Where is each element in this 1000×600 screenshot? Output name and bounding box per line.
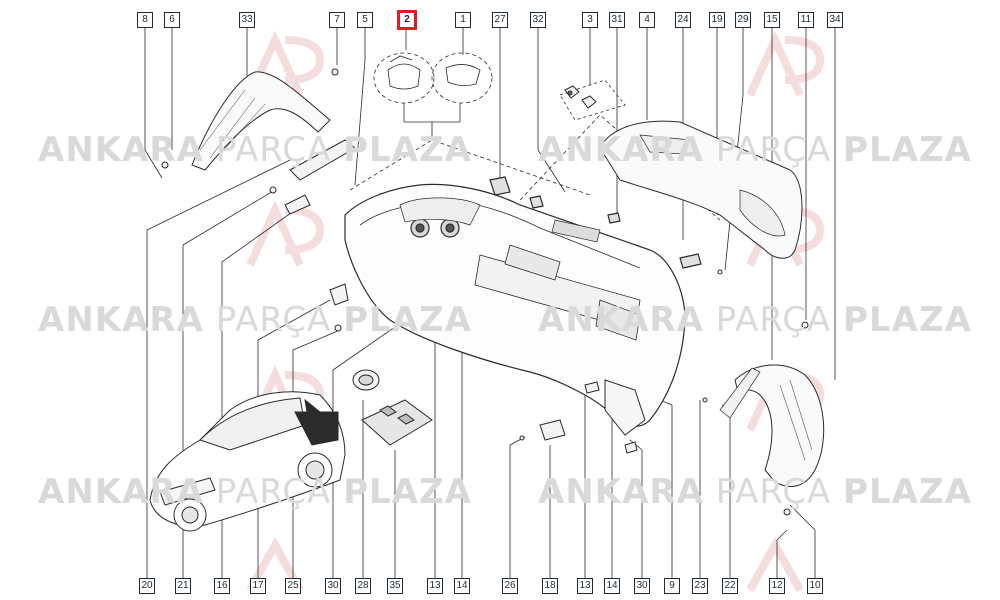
group-bracket — [349, 79, 721, 221]
part-label-14[interactable]: 14 — [454, 578, 470, 594]
rear-bumper-cover — [344, 176, 702, 428]
watermark-part2: PARÇA — [215, 472, 332, 512]
watermark-part2: PARÇA — [215, 130, 332, 170]
part-label-13[interactable]: 13 — [427, 578, 443, 594]
watermark-part1: ANKARA — [538, 130, 704, 170]
part-label-2-selected[interactable]: 2 — [397, 10, 417, 30]
part-label-31[interactable]: 31 — [609, 12, 625, 28]
part-label-6[interactable]: 6 — [164, 12, 180, 28]
right-fender-liner — [719, 364, 825, 487]
part-label-16[interactable]: 16 — [214, 578, 230, 594]
rear-diffuser — [599, 120, 803, 259]
part-label-33[interactable]: 33 — [239, 12, 255, 28]
watermark-part3: PLAZA — [343, 300, 472, 340]
watermark: ANKARA PARÇA PLAZA — [538, 300, 972, 340]
part-label-29[interactable]: 29 — [735, 12, 751, 28]
watermark: ANKARA PARÇA PLAZA — [38, 300, 472, 340]
left-brackets — [161, 68, 456, 332]
watermark-part2: PARÇA — [715, 130, 832, 170]
part-label-3[interactable]: 3 — [582, 12, 598, 28]
part-label-17[interactable]: 17 — [250, 578, 266, 594]
watermark-part1: ANKARA — [38, 130, 204, 170]
part-label-14[interactable]: 14 — [604, 578, 620, 594]
watermark: ANKARA PARÇA PLAZA — [538, 130, 972, 170]
part-label-5[interactable]: 5 — [357, 12, 373, 28]
watermark-part3: PLAZA — [343, 130, 472, 170]
part-label-18[interactable]: 18 — [542, 578, 558, 594]
part-label-34[interactable]: 34 — [827, 12, 843, 28]
part-label-27[interactable]: 27 — [492, 12, 508, 28]
watermark-part2: PARÇA — [715, 300, 832, 340]
part-label-9[interactable]: 9 — [664, 578, 680, 594]
watermark: ANKARA PARÇA PLAZA — [38, 472, 472, 512]
watermark: ANKARA PARÇA PLAZA — [38, 130, 472, 170]
part-label-26[interactable]: 26 — [502, 578, 518, 594]
part-label-35[interactable]: 35 — [387, 578, 403, 594]
part-label-7[interactable]: 7 — [329, 12, 345, 28]
watermark-part2: PARÇA — [715, 472, 832, 512]
part-label-11[interactable]: 11 — [798, 12, 814, 28]
watermark-part3: PLAZA — [843, 300, 972, 340]
part-label-30[interactable]: 30 — [634, 578, 650, 594]
part-label-30[interactable]: 30 — [325, 578, 341, 594]
detail-bubbles — [373, 52, 493, 104]
car-illustration — [149, 391, 346, 532]
watermark: ANKARA PARÇA PLAZA — [538, 472, 972, 512]
part-label-24[interactable]: 24 — [675, 12, 691, 28]
watermark-part1: ANKARA — [38, 300, 204, 340]
left-fender-liner — [191, 71, 331, 171]
right-brackets — [519, 269, 809, 516]
watermark-part1: ANKARA — [38, 472, 204, 512]
clip-parts — [564, 85, 597, 109]
part-label-19[interactable]: 19 — [709, 12, 725, 28]
part-label-23[interactable]: 23 — [692, 578, 708, 594]
sensor-kit — [352, 369, 433, 446]
part-label-1[interactable]: 1 — [455, 12, 471, 28]
part-label-32[interactable]: 32 — [530, 12, 546, 28]
watermark-part1: ANKARA — [538, 472, 704, 512]
part-label-8[interactable]: 8 — [137, 12, 153, 28]
leader-lines — [144, 27, 836, 580]
watermark-part3: PLAZA — [343, 472, 472, 512]
part-label-4[interactable]: 4 — [639, 12, 655, 28]
part-label-15[interactable]: 15 — [764, 12, 780, 28]
watermark-part1: ANKARA — [538, 300, 704, 340]
watermark-part3: PLAZA — [843, 472, 972, 512]
part-label-10[interactable]: 10 — [807, 578, 823, 594]
part-label-25[interactable]: 25 — [285, 578, 301, 594]
part-label-12[interactable]: 12 — [769, 578, 785, 594]
watermark-part2: PARÇA — [215, 300, 332, 340]
part-label-22[interactable]: 22 — [722, 578, 738, 594]
part-label-21[interactable]: 21 — [175, 578, 191, 594]
part-label-20[interactable]: 20 — [139, 578, 155, 594]
part-label-13[interactable]: 13 — [577, 578, 593, 594]
part-label-28[interactable]: 28 — [355, 578, 371, 594]
watermark-part3: PLAZA — [843, 130, 972, 170]
